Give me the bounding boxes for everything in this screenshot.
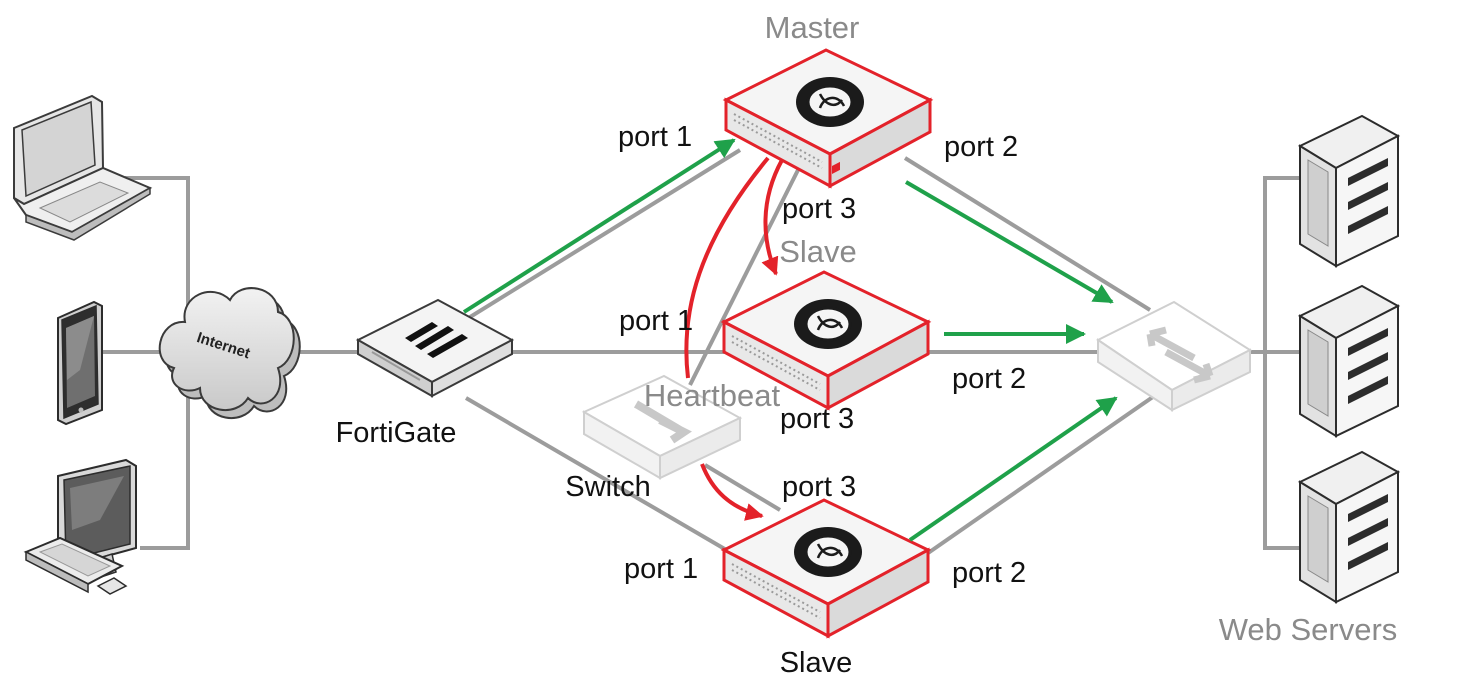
- desktop-computer-icon: [23, 458, 137, 595]
- heartbeat-switch-device: [581, 374, 743, 480]
- web-servers-label: Web Servers: [1219, 612, 1398, 647]
- traffic-arrow-slave-bottom-switch: [908, 396, 1118, 542]
- slave-mid-gear-icon: [794, 299, 862, 349]
- server-bus-link: [1263, 176, 1305, 550]
- switch-label: Switch: [565, 471, 650, 503]
- slave-bottom-rightswitch-link: [916, 390, 1162, 562]
- fortigate-slave-bottom-link: [464, 396, 737, 557]
- slave-mid-port3-label: port 3: [780, 403, 854, 435]
- slave-bottom-gear-icon: [794, 527, 862, 577]
- traffic-arrow-master-switch: [904, 180, 1114, 304]
- network-links: [100, 148, 1305, 562]
- heartbeat-label: Heartbeat: [644, 378, 781, 413]
- master-rightswitch-link: [903, 156, 1152, 312]
- web-server-1-icon: [1297, 114, 1401, 268]
- web-server-2-icon: [1297, 284, 1401, 438]
- fortigate-master-link: [460, 148, 742, 324]
- fortigate-logo-icon: [405, 322, 468, 358]
- master-port3-label: port 3: [782, 193, 856, 225]
- slave-mid-label: Slave: [779, 234, 857, 269]
- heartbeat-arrows: [684, 156, 784, 521]
- master-port1-label: port 1: [618, 121, 692, 153]
- slave-bottom-unit: [720, 498, 932, 639]
- master-label: Master: [765, 10, 860, 45]
- heartbeat-master-line: [684, 156, 770, 379]
- slave-mid-port2-label: port 2: [952, 363, 1026, 395]
- switch-slave-bottom-link: [703, 463, 782, 512]
- traffic-arrows: [462, 138, 1118, 542]
- master-switch-link: [688, 169, 800, 386]
- slave-bottom-port2-label: port 2: [952, 557, 1026, 589]
- tablet-icon: [57, 300, 103, 426]
- fortigate-device: [355, 298, 515, 398]
- master-gear-icon: [796, 77, 864, 127]
- master-unit: [722, 48, 934, 189]
- heartbeat-arrow-to-slave-mid: [761, 159, 784, 276]
- heartbeat-arrow-to-slave-bottom: [700, 463, 764, 521]
- traffic-arrow-fortigate-master: [462, 138, 736, 314]
- slave-mid-port1-label: port 1: [619, 305, 693, 337]
- internet-cloud-icon: Internet: [158, 287, 301, 420]
- slave-bottom-label: Slave: [780, 647, 853, 679]
- slave-mid-unit: [720, 270, 932, 411]
- slave-bottom-port1-label: port 1: [624, 553, 698, 585]
- slave-bottom-port3-label: port 3: [782, 471, 856, 503]
- server-switch-device: [1096, 300, 1253, 412]
- fortigate-label: FortiGate: [336, 417, 457, 449]
- web-server-3-icon: [1297, 450, 1401, 604]
- laptop-icon: [13, 94, 153, 241]
- master-port2-label: port 2: [944, 131, 1018, 163]
